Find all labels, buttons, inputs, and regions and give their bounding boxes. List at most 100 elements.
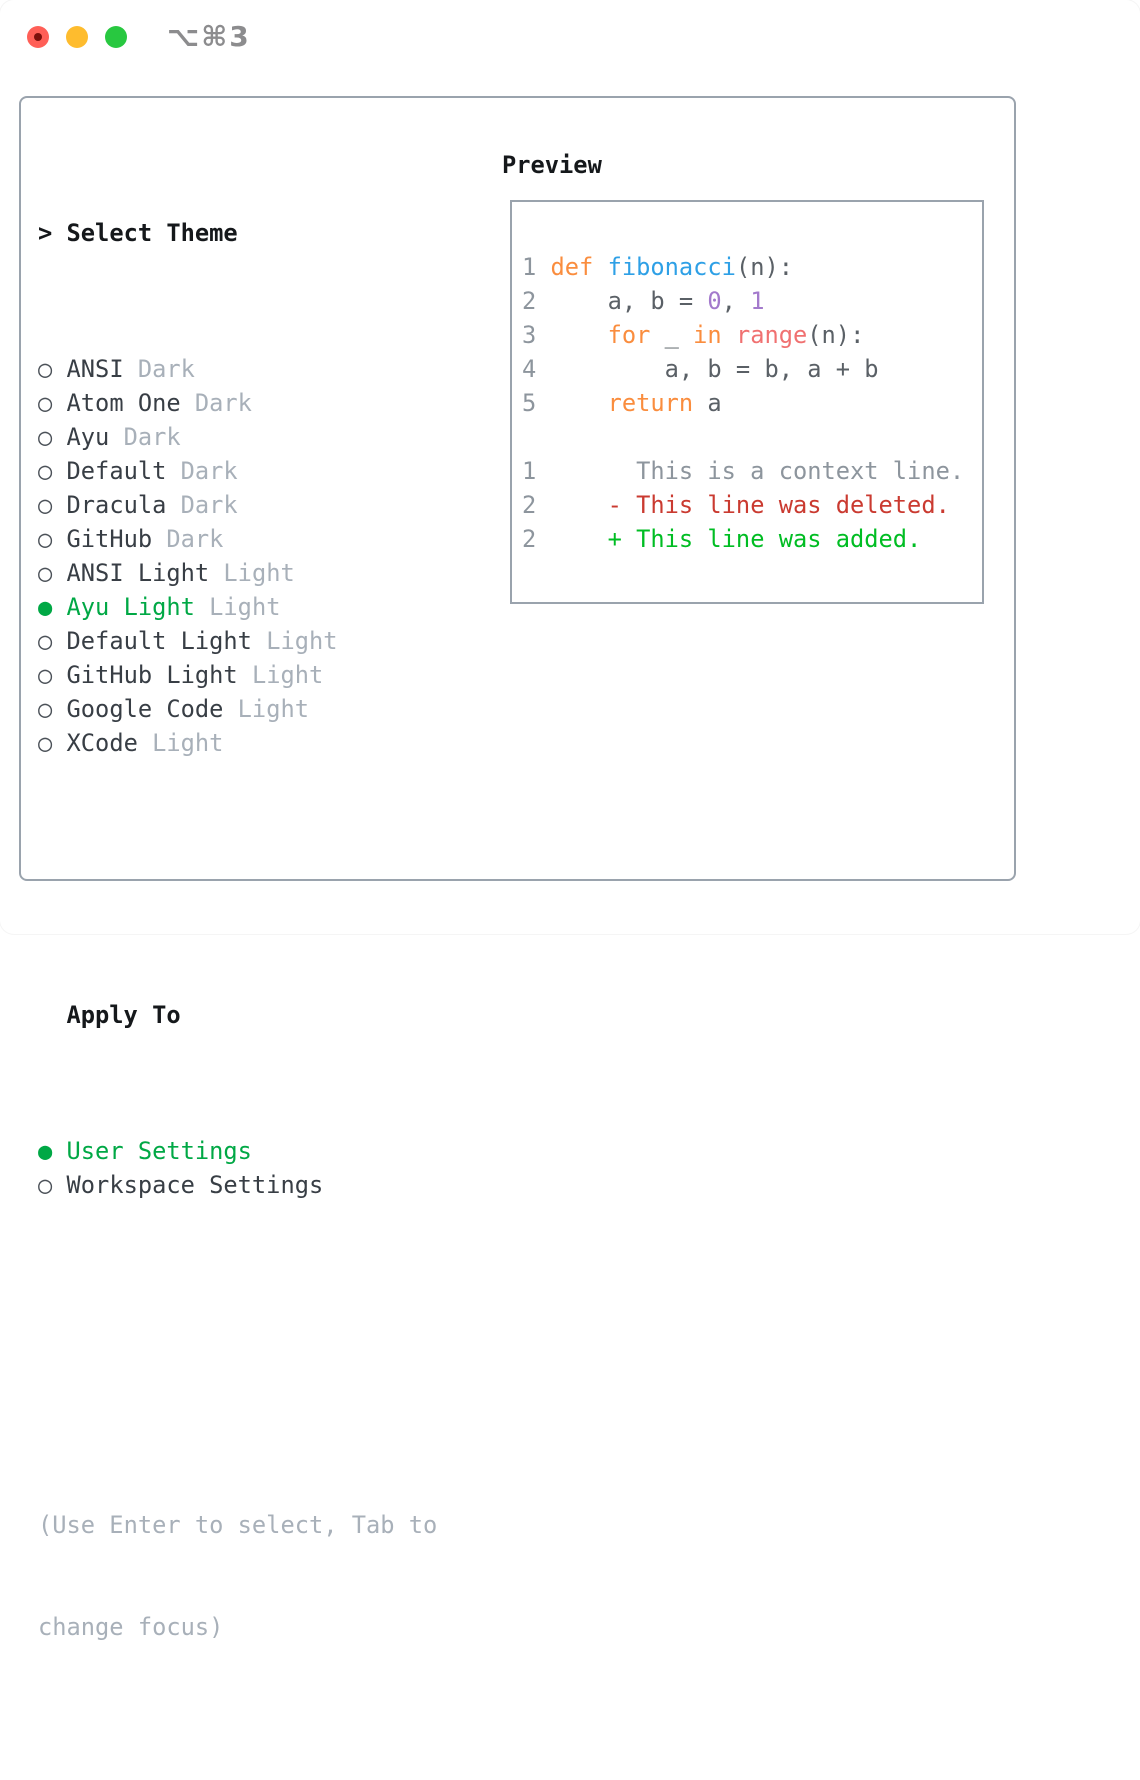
- radio-icon: ○: [38, 1171, 53, 1199]
- code-line: 1 This is a context line.: [522, 454, 982, 488]
- radio-icon: ○: [38, 729, 53, 757]
- theme-option-xcode[interactable]: ○ XCode Light: [38, 726, 437, 760]
- theme-variant: Light: [251, 661, 324, 689]
- code-token: 1: [522, 457, 537, 485]
- theme-option-ansi-light[interactable]: ○ ANSI Light Light: [38, 556, 437, 590]
- radio-icon: ○: [38, 661, 53, 689]
- radio-icon: ○: [38, 695, 53, 723]
- theme-option-default-light[interactable]: ○ Default Light Light: [38, 624, 437, 658]
- theme-name: Ayu: [66, 423, 110, 451]
- theme-name: GitHub: [66, 525, 153, 553]
- preview-heading: Preview: [502, 151, 602, 179]
- theme-variant: Light: [209, 593, 281, 621]
- code-token: 5: [522, 389, 537, 417]
- theme-name: Atom One: [66, 389, 181, 417]
- theme-name: ANSI Light: [66, 559, 210, 587]
- code-line: 2 a, b = 0, 1: [522, 284, 982, 318]
- apply-option-label: User Settings: [66, 1137, 252, 1165]
- theme-option-google-code[interactable]: ○ Google Code Light: [38, 692, 437, 726]
- code-token: a: [693, 389, 722, 417]
- code-token: [536, 389, 607, 417]
- theme-name: ANSI: [66, 355, 124, 383]
- theme-variant: Dark: [180, 457, 238, 485]
- select-theme-heading: > Select Theme: [38, 216, 437, 250]
- theme-name: Default Light: [66, 627, 252, 655]
- spacer: [38, 1304, 437, 1338]
- code-token: 2: [522, 525, 537, 553]
- theme-option-ayu-light[interactable]: ● Ayu Light Light: [38, 590, 437, 624]
- code-token: a, b = b, a + b: [536, 355, 879, 383]
- theme-variant: Dark: [137, 355, 195, 383]
- main-panel: > Select Theme ○ ANSI Dark○ Atom One Dar…: [19, 96, 1016, 1641]
- code-token: - This line was deleted.: [607, 491, 950, 519]
- theme-option-default[interactable]: ○ Default Dark: [38, 454, 437, 488]
- theme-pane: > Select Theme ○ ANSI Dark○ Atom One Dar…: [38, 148, 437, 1780]
- theme-variant: Light: [266, 627, 338, 655]
- help-text: (Use Enter to select, Tab to change focu…: [38, 1440, 437, 1712]
- code-token: [536, 491, 607, 519]
- theme-name: Dracula: [66, 491, 167, 519]
- theme-name: XCode: [66, 729, 138, 757]
- radio-selected-icon: ●: [38, 1137, 53, 1165]
- code-line: 2 - This line was deleted.: [522, 488, 982, 522]
- code-line: 4 a, b = b, a + b: [522, 352, 982, 386]
- code-token: range: [735, 321, 808, 349]
- minimize-button[interactable]: [66, 26, 88, 48]
- app-window: ⌥⌘3 > Select Theme ○ ANSI Dark○ Atom One…: [19, 20, 1016, 1641]
- apply-option-user-settings[interactable]: ● User Settings: [38, 1134, 437, 1168]
- theme-variant: Dark: [166, 525, 224, 553]
- code-token: 2: [522, 287, 537, 315]
- zoom-button[interactable]: [105, 26, 127, 48]
- apply-to-label: Apply To: [66, 1001, 181, 1029]
- theme-option-dracula[interactable]: ○ Dracula Dark: [38, 488, 437, 522]
- help-text-line: change focus): [38, 1613, 224, 1641]
- code-token: [536, 321, 607, 349]
- radio-icon: ○: [38, 355, 53, 383]
- code-token: def: [550, 253, 594, 281]
- code-token: a, b =: [536, 287, 708, 315]
- code-line: 3 for _ in range(n):: [522, 318, 982, 352]
- theme-variant: Light: [237, 695, 309, 723]
- code-token: _: [650, 321, 694, 349]
- code-line: 2 + This line was added.: [522, 522, 982, 556]
- close-button[interactable]: [27, 26, 49, 48]
- select-theme-label: Select Theme: [66, 219, 238, 247]
- theme-name: Default: [66, 457, 167, 485]
- radio-icon: ○: [38, 389, 53, 417]
- code-token: in: [693, 321, 722, 349]
- theme-option-github[interactable]: ○ GitHub Dark: [38, 522, 437, 556]
- apply-option-workspace-settings[interactable]: ○ Workspace Settings: [38, 1168, 437, 1202]
- theme-option-github-light[interactable]: ○ GitHub Light Light: [38, 658, 437, 692]
- code-token: fibonacci: [607, 253, 736, 281]
- focus-caret-icon: >: [38, 219, 53, 247]
- code-token: [593, 253, 607, 281]
- help-text-line: (Use Enter to select, Tab to: [38, 1511, 438, 1539]
- theme-option-ansi[interactable]: ○ ANSI Dark: [38, 352, 437, 386]
- radio-icon: ○: [38, 423, 53, 451]
- code-line: [522, 420, 982, 454]
- code-token: for: [607, 321, 651, 349]
- theme-list: ○ ANSI Dark○ Atom One Dark○ Ayu Dark○ De…: [38, 352, 437, 760]
- code-token: 1: [750, 287, 765, 315]
- code-line: 1 def fibonacci(n):: [522, 250, 982, 284]
- theme-option-ayu[interactable]: ○ Ayu Dark: [38, 420, 437, 454]
- radio-icon: ○: [38, 627, 53, 655]
- theme-variant: Dark: [194, 389, 252, 417]
- code-token: (n):: [735, 253, 793, 281]
- code-token: [536, 457, 636, 485]
- theme-option-atom-one[interactable]: ○ Atom One Dark: [38, 386, 437, 420]
- code-token: (n):: [807, 321, 865, 349]
- unsaved-dot-icon: [34, 33, 42, 41]
- window-title: ⌥⌘3: [167, 20, 251, 53]
- code-token: [536, 525, 607, 553]
- radio-icon: ○: [38, 491, 53, 519]
- code-token: 3: [522, 321, 537, 349]
- code-token: [722, 321, 736, 349]
- code-token: 2: [522, 491, 537, 519]
- apply-option-label: Workspace Settings: [66, 1171, 324, 1199]
- radio-selected-icon: ●: [38, 593, 53, 621]
- apply-to-list: ● User Settings○ Workspace Settings: [38, 1134, 437, 1202]
- radio-icon: ○: [38, 559, 53, 587]
